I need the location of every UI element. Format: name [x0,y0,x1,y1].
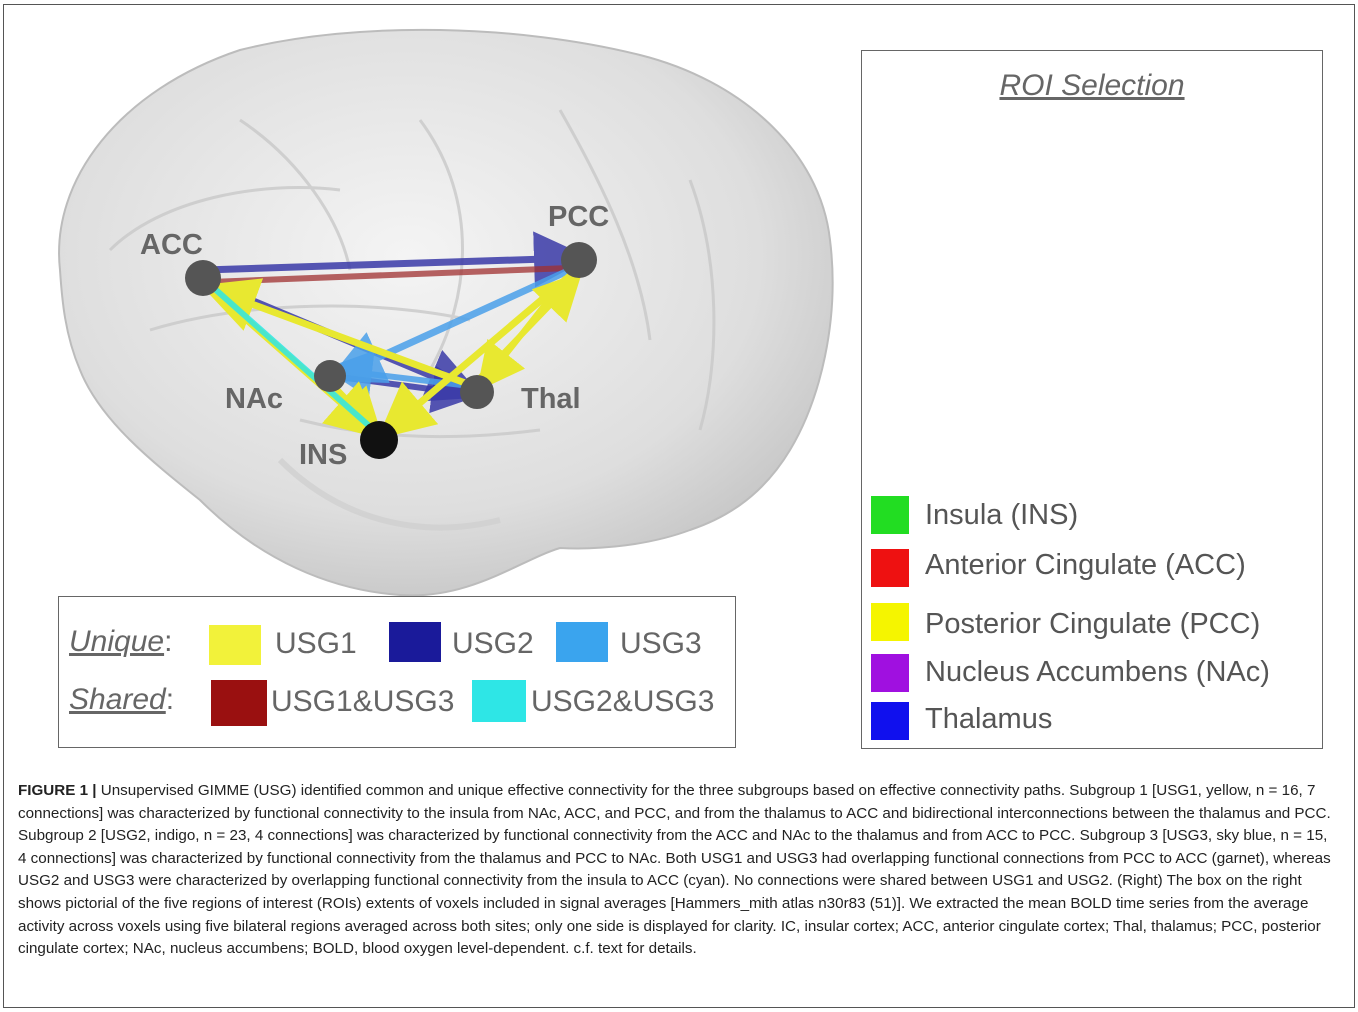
label-nac: NAc [225,383,283,415]
connection-arrows [200,231,590,440]
label-usg2: USG2 [452,627,534,660]
brain-outline [58,28,834,597]
roi-swatch-thalamus [871,702,909,740]
arrow-pcc-nac-usg3 [327,266,572,384]
arrow-pcc-acc-shared [209,265,571,285]
caption-text: Unsupervised GIMME (USG) identified comm… [18,782,1331,958]
arrow-ins-acc-shared [214,287,378,435]
swatch-usg2 [389,622,441,662]
label-usg1-usg3: USG1&USG3 [271,685,455,718]
network-nodes: ACC PCC NAc Thal INS [140,201,609,471]
arrow-acc-pcc-usg2 [203,231,590,288]
node-ins [360,421,398,459]
roi-swatch-insula [871,496,909,534]
arrow-pcc-thal-usg1 [476,276,569,392]
label-pcc: PCC [548,201,609,233]
brain-lateral-view [58,28,834,597]
label-usg1: USG1 [275,627,357,660]
figure-frame [3,4,1355,1008]
roi-label-thalamus: Thalamus [925,703,1053,735]
swatch-usg2-usg3 [472,680,526,722]
label-acc: ACC [140,229,203,261]
roi-swatch-acc [871,549,909,587]
roi-label-pcc: Posterior Cingulate (PCC) [925,608,1261,640]
connectivity-legend: Unique: Shared: USG1 USG2 USG3 USG1&USG3… [58,596,736,748]
label-ins: INS [299,439,347,471]
node-nac [314,360,346,392]
node-acc [185,260,221,296]
legend-unique-heading: Unique: [69,625,173,658]
node-pcc [561,242,597,278]
roi-swatch-nac [871,654,909,692]
label-usg3: USG3 [620,627,702,660]
swatch-usg3 [556,622,608,662]
roi-label-acc: Anterior Cingulate (ACC) [925,549,1246,581]
legend-shared-heading: Shared: [69,683,175,716]
roi-swatch-pcc [871,603,909,641]
swatch-usg1-usg3 [211,680,267,726]
label-usg2-usg3: USG2&USG3 [531,685,715,718]
node-thal [460,375,494,409]
roi-selection-panel: ROI Selection Insula (INS) Anterior Cing… [861,50,1323,749]
roi-label-insula: Insula (INS) [925,499,1079,531]
label-thal: Thal [521,383,581,415]
swatch-usg1 [209,625,261,665]
roi-title: ROI Selection [999,69,1185,102]
roi-label-nac: Nucleus Accumbens (NAc) [925,656,1270,688]
figure-caption: FIGURE 1 | Unsupervised GIMME (USG) iden… [18,780,1340,961]
arrow-thal-acc-usg1 [200,278,470,388]
caption-figure-label: FIGURE 1 | [18,782,97,799]
